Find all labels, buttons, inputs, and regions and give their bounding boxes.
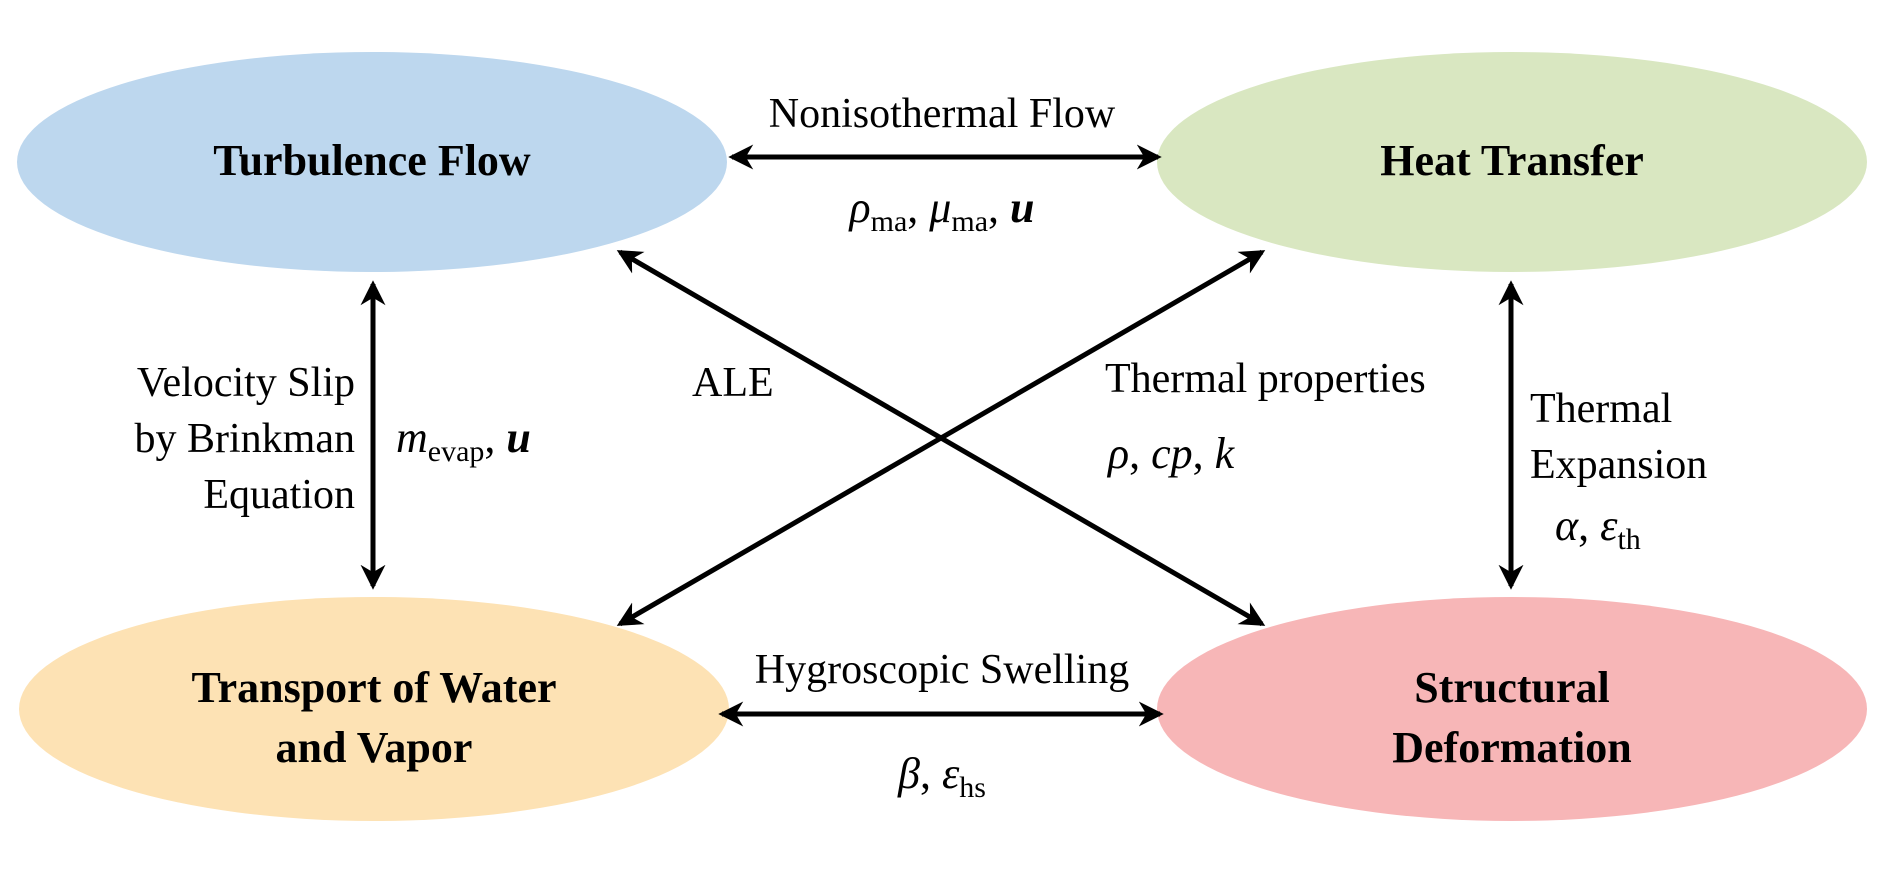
structural-deformation-node bbox=[1157, 597, 1867, 821]
transport-label-line1: Transport of Water bbox=[192, 663, 557, 712]
beta-symbol: β bbox=[897, 749, 920, 798]
separator: , bbox=[988, 183, 1010, 232]
thermal-properties-params: ρ, cp, k bbox=[1106, 429, 1236, 478]
structural-label-line2: Deformation bbox=[1392, 723, 1632, 772]
turbulence-flow-node bbox=[17, 52, 727, 272]
thermal-properties-arrow bbox=[616, 249, 1266, 627]
velocity-slip-line2: by Brinkman bbox=[135, 416, 355, 462]
separator: , bbox=[484, 413, 506, 462]
arrows bbox=[360, 144, 1524, 727]
heat-transfer-label: Heat Transfer bbox=[1380, 136, 1644, 185]
nonisothermal-params: ρma, μma, u bbox=[847, 183, 1034, 238]
transport-label-line2: and Vapor bbox=[276, 723, 473, 772]
hygroscopic-params: β, εhs bbox=[897, 749, 986, 804]
k-symbol: k bbox=[1215, 429, 1236, 478]
thermal-expansion-line1: Thermal bbox=[1530, 386, 1672, 432]
rho-symbol: ρ bbox=[847, 183, 870, 232]
thermal-expansion-params: α, εth bbox=[1555, 501, 1641, 556]
ale-label: ALE bbox=[692, 360, 774, 406]
separator: , bbox=[1578, 501, 1600, 550]
u-symbol: u bbox=[1010, 183, 1034, 232]
rho-subscript: ma bbox=[871, 205, 908, 238]
transport-node bbox=[19, 597, 729, 821]
epsilon-symbol: ε bbox=[942, 749, 960, 798]
nonisothermal-label: Nonisothermal Flow bbox=[769, 91, 1116, 137]
mu-symbol: μ bbox=[928, 183, 951, 232]
structural-label-line1: Structural bbox=[1414, 663, 1610, 712]
epsilon-subscript: hs bbox=[959, 771, 986, 804]
separator: , bbox=[1129, 429, 1151, 478]
alpha-symbol: α bbox=[1555, 501, 1579, 550]
hygroscopic-label: Hygroscopic Swelling bbox=[755, 647, 1129, 693]
mu-subscript: ma bbox=[951, 205, 988, 238]
thermal-expansion-line2: Expansion bbox=[1530, 442, 1707, 488]
rho-symbol: ρ bbox=[1106, 429, 1129, 478]
turbulence-flow-label: Turbulence Flow bbox=[213, 136, 531, 185]
velocity-slip-line3: Equation bbox=[203, 472, 355, 518]
separator: , bbox=[920, 749, 942, 798]
velocity-slip-line1: Velocity Slip bbox=[137, 360, 355, 406]
separator: , bbox=[907, 183, 929, 232]
separator: , bbox=[1193, 429, 1215, 478]
u-symbol: u bbox=[506, 413, 530, 462]
epsilon-subscript: th bbox=[1617, 523, 1640, 556]
epsilon-symbol: ε bbox=[1600, 501, 1618, 550]
thermal-properties-label: Thermal properties bbox=[1105, 356, 1426, 402]
heat-transfer-node bbox=[1157, 52, 1867, 272]
m-symbol: m bbox=[396, 413, 428, 462]
m-subscript: evap bbox=[428, 435, 485, 468]
cp-symbol: cp bbox=[1151, 429, 1193, 478]
velocity-slip-params: mevap, u bbox=[396, 413, 531, 468]
